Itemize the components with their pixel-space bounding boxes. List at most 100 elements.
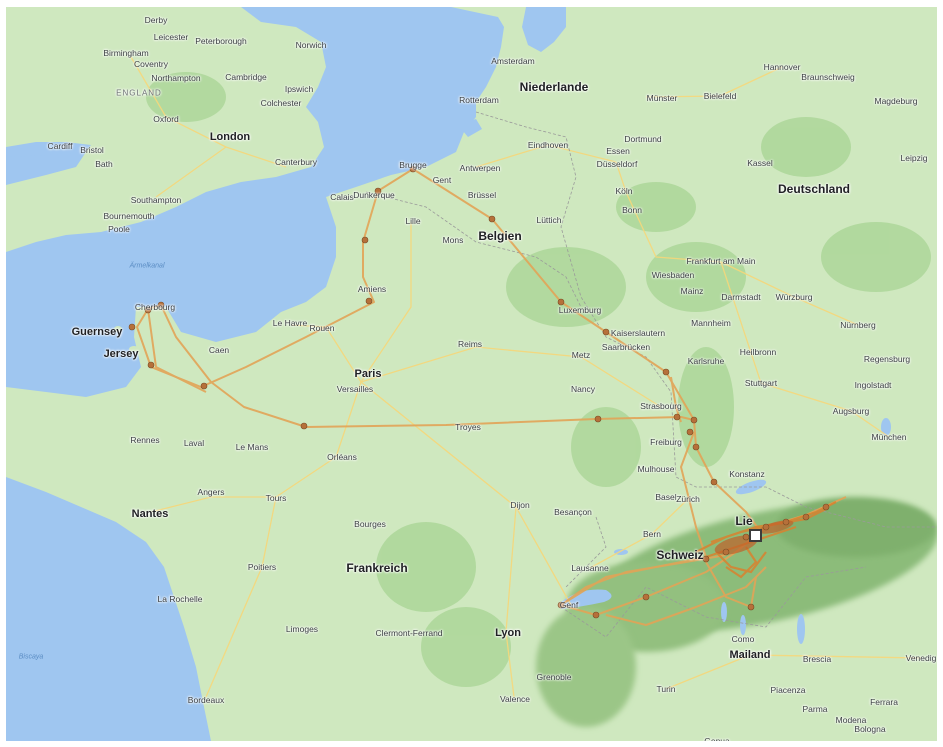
map-label: Derby <box>144 15 168 25</box>
map-basemap <box>6 7 937 741</box>
map-label: Biscaya <box>18 653 44 661</box>
map-label: Piacenza <box>770 685 806 695</box>
map-label: Münster <box>646 93 678 103</box>
map-label: Frankfurt am Main <box>686 256 756 266</box>
map-label: Cardiff <box>47 141 73 151</box>
map-label: Caen <box>208 345 230 355</box>
track-waypoints <box>128 165 830 619</box>
map-label: Leipzig <box>900 153 928 163</box>
current-location-marker[interactable] <box>749 529 762 542</box>
map-label: Peterborough <box>195 36 247 46</box>
map-label: Rouen <box>309 323 335 333</box>
national-borders <box>365 111 937 638</box>
map-label: Ingolstadt <box>854 380 892 390</box>
map-label: Frankreich <box>346 561 408 575</box>
map-label: Karlsruhe <box>687 356 725 366</box>
map-label: Lüttich <box>536 215 562 225</box>
map-label: Le Mans <box>235 442 269 452</box>
map-label: Besançon <box>554 507 592 517</box>
map-label: Bourges <box>354 519 386 529</box>
map-label: Zürich <box>676 494 700 504</box>
map-label: Darmstadt <box>721 292 761 302</box>
map-label: Turin <box>656 684 676 694</box>
map-label: Clermont-Ferrand <box>375 628 443 638</box>
map-label: Mulhouse <box>637 464 675 474</box>
map-label: Brescia <box>802 654 832 664</box>
map-label: Nancy <box>570 384 596 394</box>
lake-como <box>740 615 746 635</box>
map-label: Bonn <box>622 205 642 215</box>
map-label: Kassel <box>747 158 773 168</box>
map-label: München <box>871 432 907 442</box>
map-label: Canterbury <box>274 157 318 167</box>
map-label: Essen <box>606 146 630 156</box>
map-label: Mons <box>442 235 464 245</box>
bristol-channel <box>6 152 86 185</box>
map-label: Luxemburg <box>558 305 602 315</box>
map-label: ENGLAND <box>116 88 162 98</box>
map-label: Düsseldorf <box>596 159 638 169</box>
map-label: Leicester <box>153 32 189 42</box>
map-label: Stuttgart <box>744 378 778 388</box>
map-label: Birmingham <box>103 48 149 58</box>
map-label: Parma <box>802 704 828 714</box>
map-label: Genua <box>704 736 730 741</box>
lake-geneva <box>561 589 612 609</box>
map-label: Basel <box>655 492 677 502</box>
map-label: Troyes <box>455 422 481 432</box>
map-label: Dunkerque <box>353 190 395 200</box>
map-label: Hannover <box>763 62 801 72</box>
map-label: Mailand <box>729 649 771 661</box>
map-label: Genf <box>559 600 579 610</box>
map-label: Poitiers <box>247 562 277 572</box>
highways <box>130 56 922 698</box>
map-label: Antwerpen <box>459 163 501 173</box>
map-label: Cherbourg <box>134 302 176 312</box>
map-label: Heilbronn <box>739 347 777 357</box>
map-label: London <box>209 131 251 143</box>
map-label: Magdeburg <box>874 96 918 106</box>
map-label: Rotterdam <box>459 95 499 105</box>
map-label: Colchester <box>260 98 302 108</box>
map-label: Como <box>731 634 755 644</box>
lake-garda <box>797 614 805 644</box>
map-label: Brugge <box>399 160 427 170</box>
map-label: Ferrara <box>870 697 898 707</box>
map-label: Lille <box>405 216 421 226</box>
map-label: Bath <box>95 159 113 169</box>
map-label: Grenoble <box>536 672 572 682</box>
ijsselmeer <box>522 7 566 52</box>
map-label: Orléans <box>327 452 357 462</box>
map-label: Kaiserslautern <box>610 328 666 338</box>
map-label: Laval <box>183 438 205 448</box>
map-label: Calais <box>330 192 354 202</box>
map-label: Belgien <box>478 229 522 243</box>
map-label: Le Havre <box>272 318 308 328</box>
map-label: La Rochelle <box>157 594 203 604</box>
map-label: Wiesbaden <box>651 270 695 280</box>
map-label: Venedig <box>905 653 937 663</box>
map-label: Freiburg <box>650 437 682 447</box>
map-label: Coventry <box>133 59 169 69</box>
map-label: Köln <box>615 186 633 196</box>
map-label: Modena <box>835 715 867 725</box>
lake-maggiore <box>721 602 727 622</box>
map-label: Metz <box>571 350 591 360</box>
map-label: Bologna <box>854 724 886 734</box>
map-label: Tours <box>265 493 287 503</box>
map-label: Angers <box>197 487 225 497</box>
map-label: Amiens <box>357 284 387 294</box>
map-label: Limoges <box>285 624 319 634</box>
map-label: Saarbrücken <box>601 342 651 352</box>
map-label: Paris <box>354 368 382 380</box>
map-label: Nürnberg <box>840 320 876 330</box>
map-label: Bournemouth <box>103 211 155 221</box>
map-label: Regensburg <box>863 354 911 364</box>
map-label: Rennes <box>130 435 160 445</box>
map-label: Niederlande <box>519 80 589 94</box>
map-label: Cambridge <box>225 72 267 82</box>
map-label: Lyon <box>495 627 521 639</box>
map-label: Würzburg <box>775 292 813 302</box>
map-label: Ipswich <box>284 84 314 94</box>
